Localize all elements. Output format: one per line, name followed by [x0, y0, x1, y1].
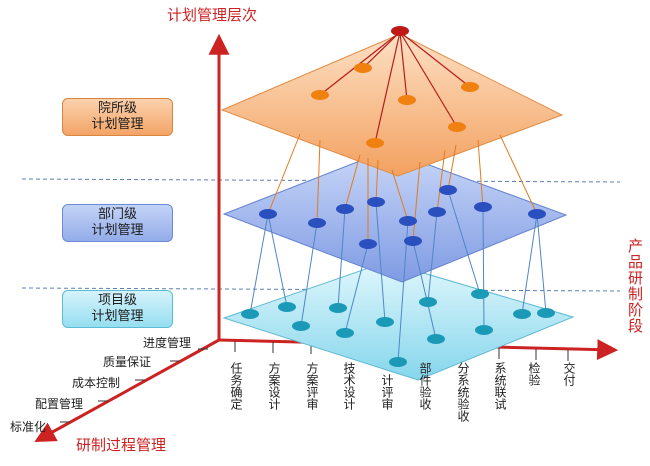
apex-links: [319, 31, 471, 144]
project-node: [292, 321, 310, 331]
level-label-line2: 计划管理: [91, 223, 144, 238]
stage-label: 任务确定: [229, 362, 243, 410]
level-label-line1: 项目级: [97, 293, 137, 308]
process-label: 配置管理: [35, 397, 84, 411]
project-node: [427, 334, 445, 344]
project-node: [419, 297, 437, 307]
department-node: [399, 216, 417, 226]
project-node: [513, 309, 531, 319]
institute-node: [398, 95, 416, 105]
level-label-line1: 部门级: [97, 207, 137, 222]
institute-node: [461, 82, 479, 92]
process-ticks: [60, 348, 208, 423]
department-node: [404, 236, 422, 246]
department-node: [359, 239, 377, 249]
apex-node: [391, 26, 409, 36]
institute-node: [354, 63, 372, 73]
process-label: 进度管理: [143, 336, 192, 350]
institute-level-plane: [220, 33, 564, 177]
level-label-line1: 院所级: [97, 101, 137, 116]
level-box-institute: 院所级 计划管理: [62, 98, 173, 136]
stage-label: 计评审: [380, 374, 394, 410]
stage-label: 方案评审: [305, 362, 319, 410]
department-node: [367, 197, 385, 207]
project-node: [475, 325, 493, 335]
stage-label: 分系统验收: [456, 362, 470, 422]
level-label-line2: 计划管理: [91, 117, 144, 132]
process-label: 成本控制: [72, 376, 121, 390]
department-node: [259, 209, 277, 219]
project-node: [376, 317, 394, 327]
department-node: [439, 185, 457, 195]
department-node: [428, 207, 446, 217]
institute-level-nodes: [311, 63, 479, 148]
project-node: [278, 302, 296, 312]
project-node: [336, 328, 354, 338]
level-box-project: 项目级 计划管理: [62, 290, 173, 328]
separator-line-1: [21, 178, 621, 183]
depth-axis: [34, 338, 220, 443]
stage-label: 系统联试: [493, 362, 507, 410]
vertical-axis-title: 计划管理层次: [167, 6, 258, 24]
institute-node: [366, 138, 384, 148]
department-node: [474, 202, 492, 212]
stage-label: 技术设计: [342, 362, 356, 410]
project-level-nodes: [241, 289, 555, 367]
project-node: [537, 308, 555, 318]
department-node: [308, 218, 326, 228]
project-node: [471, 289, 489, 299]
horizontal-axis-title: 产品研制阶段: [626, 238, 644, 334]
process-label: 标准化: [10, 420, 47, 434]
department-project-links: [249, 189, 547, 363]
depth-axis-title: 研制过程管理: [76, 436, 167, 454]
institute-node: [311, 90, 329, 100]
project-node: [389, 357, 407, 367]
stage-label: 检验: [527, 362, 541, 386]
separator-line-2: [21, 287, 621, 292]
stage-label: 交付: [562, 362, 576, 386]
level-box-department: 部门级 计划管理: [62, 204, 173, 242]
department-level-plane: [222, 149, 568, 283]
project-node: [329, 303, 347, 313]
department-node: [336, 204, 354, 214]
department-node: [528, 209, 546, 219]
process-label: 质量保证: [103, 355, 152, 369]
project-node: [241, 309, 259, 319]
institute-node: [448, 122, 466, 132]
stage-label: 方案设计: [267, 362, 281, 410]
stage-label: 部件验收: [418, 362, 432, 410]
level-label-line2: 计划管理: [91, 309, 144, 324]
department-level-nodes: [259, 185, 546, 249]
